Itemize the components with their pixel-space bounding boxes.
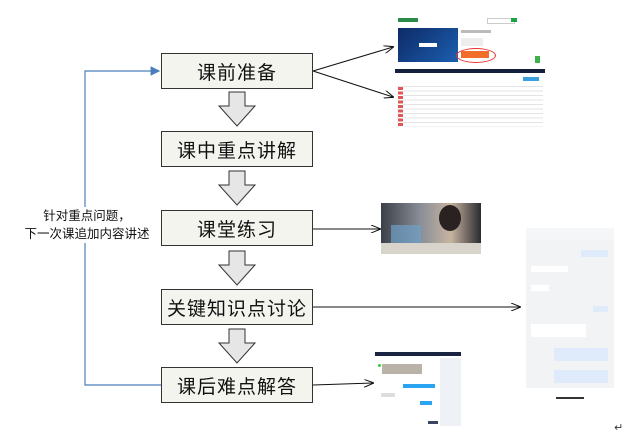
course-resource-list-screenshot [395, 69, 545, 127]
down-arrow-1 [217, 91, 257, 127]
arrow-to-resource-list [312, 70, 393, 97]
paragraph-mark: ↵ [614, 421, 624, 434]
online-qa-chat-screenshot [375, 352, 461, 428]
mobile-chat-discussion-screenshot [526, 208, 614, 403]
arrow-to-qa [312, 383, 373, 385]
step-pre-class-preparation: 课前准备 [161, 53, 313, 89]
feedback-note-line1: 针对重点问题， [43, 208, 131, 223]
step-key-lecture: 课中重点讲解 [161, 131, 313, 167]
step-key-discussion: 关键知识点讨论 [161, 289, 313, 325]
mooc-course-page-screenshot [395, 16, 545, 68]
down-arrow-3 [217, 250, 257, 286]
classroom-practice-photo [381, 203, 481, 254]
down-arrow-2 [217, 170, 257, 206]
arrow-to-course-page [312, 47, 393, 72]
feedback-note: 针对重点问题， 下一次课追加内容讲述 [14, 207, 160, 243]
feedback-note-line2: 下一次课追加内容讲述 [24, 226, 150, 241]
step-class-practice: 课堂练习 [161, 210, 313, 246]
step-after-class-qa: 课后难点解答 [161, 367, 313, 403]
down-arrow-4 [217, 328, 257, 364]
